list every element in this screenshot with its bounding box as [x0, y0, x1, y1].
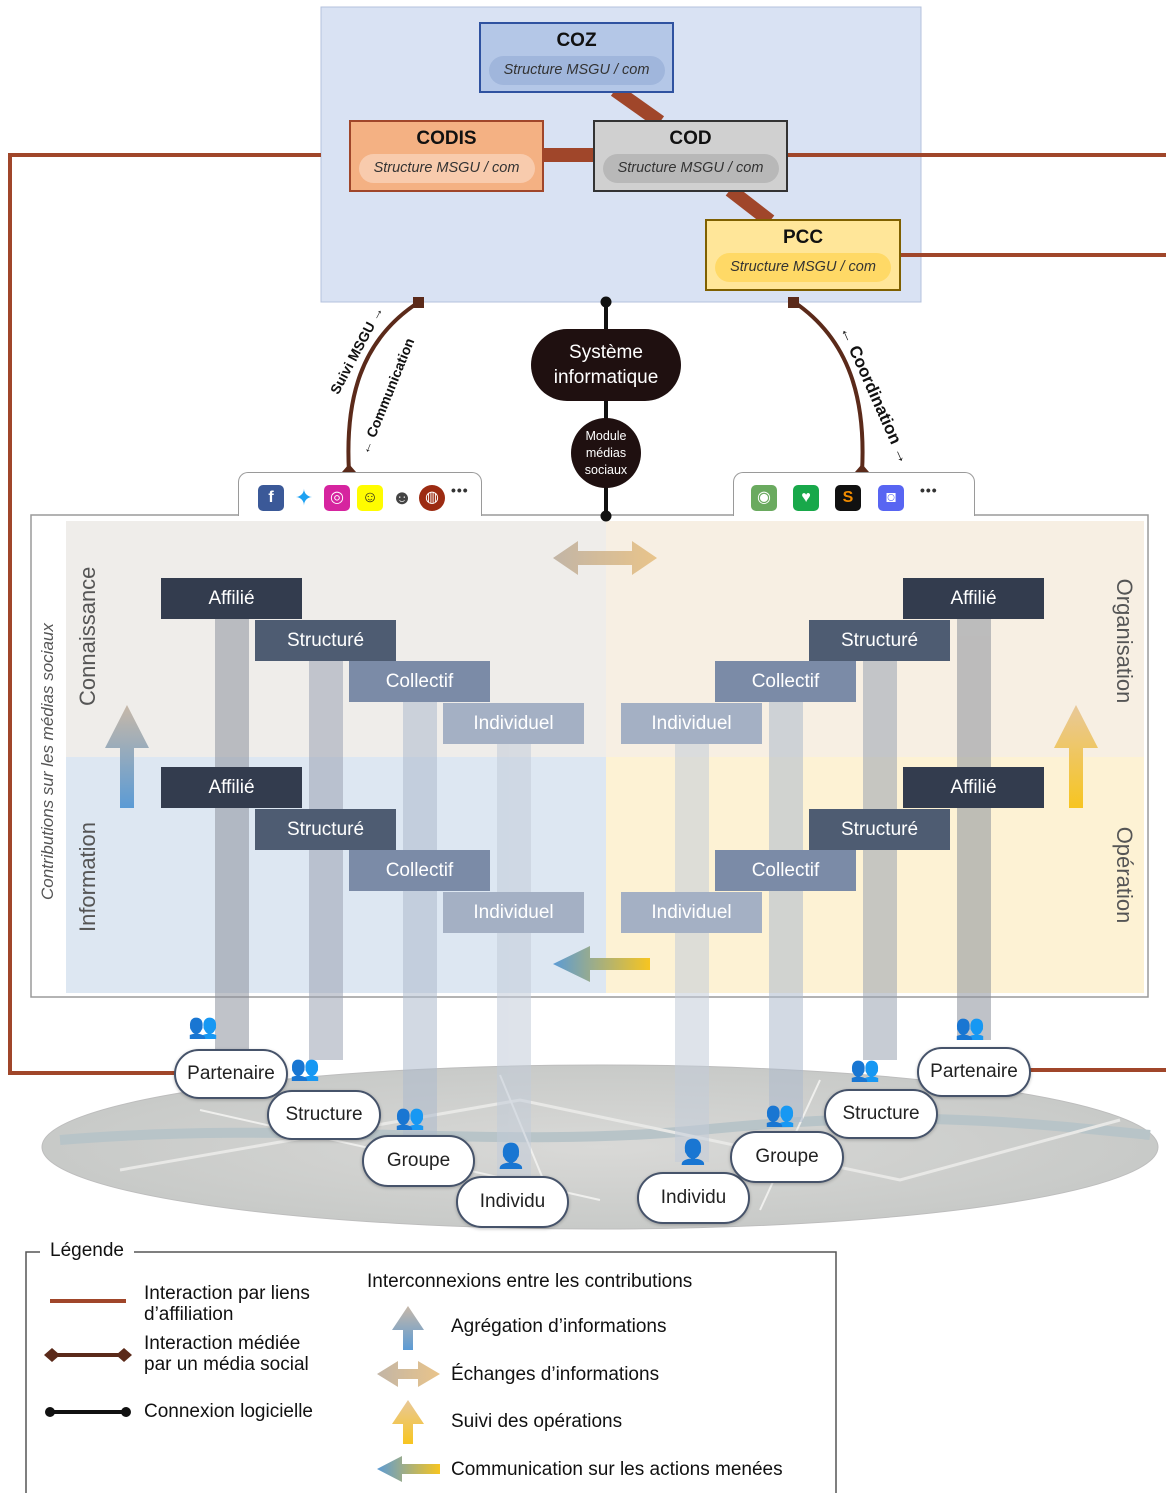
- level-individuel: Individuel: [621, 892, 762, 933]
- legend-inter-title: Interconnexions entre les contributions: [367, 1271, 693, 1292]
- more-icon[interactable]: •••: [451, 482, 469, 498]
- actor-structure-left: Structure: [267, 1090, 381, 1140]
- operation-label: Opération: [1112, 826, 1137, 924]
- level-collectif: Collectif: [715, 661, 856, 702]
- level-affilie: Affilié: [903, 578, 1044, 619]
- legend-affiliation: Interaction par liens d’affiliation: [144, 1283, 310, 1325]
- legend-followup: Suivi des opérations: [451, 1411, 623, 1432]
- actor-label: Groupe: [755, 1146, 819, 1167]
- actor-structure-right: Structure: [824, 1089, 938, 1139]
- instagram-icon[interactable]: ◎: [324, 485, 350, 511]
- cod-label: COD: [669, 128, 712, 149]
- people-icon: 👥: [850, 1056, 880, 1083]
- level-collectif: Collectif: [349, 850, 490, 891]
- level-collectif: Collectif: [715, 850, 856, 891]
- legend-exchange: Échanges d’informations: [451, 1364, 660, 1385]
- person-icon: 👤: [678, 1139, 708, 1166]
- level-structure: Structuré: [809, 620, 950, 661]
- mediated-link-left: [346, 300, 421, 473]
- level-individuel: Individuel: [443, 703, 584, 744]
- discord-icon[interactable]: ◙: [878, 485, 904, 511]
- side-label: Contributions sur les médias sociaux: [38, 623, 57, 900]
- person-icon: 👤: [496, 1143, 526, 1170]
- actor-label: Partenaire: [187, 1063, 275, 1084]
- people-icon: 👥: [395, 1104, 425, 1131]
- actor-groupe-left: Groupe: [362, 1135, 475, 1187]
- actor-label: Structure: [842, 1103, 920, 1124]
- snapchat-icon[interactable]: ☺: [357, 485, 383, 511]
- coz-sub: Structure MSGU / com: [488, 56, 665, 85]
- coz-box: COZ Structure MSGU / com: [479, 22, 674, 93]
- actor-individu-left: Individu: [456, 1176, 569, 1228]
- legend-software: Connexion logicielle: [144, 1401, 313, 1422]
- actor-label: Structure: [285, 1104, 363, 1125]
- facebook-icon[interactable]: f: [258, 485, 284, 511]
- organisation-label: Organisation: [1112, 578, 1137, 704]
- legend-aggregation: Agrégation d’informations: [451, 1316, 667, 1337]
- people-icon: 👥: [188, 1013, 218, 1040]
- actor-label: Individu: [660, 1187, 727, 1208]
- level-collectif: Collectif: [349, 661, 490, 702]
- slack-like-icon[interactable]: S: [835, 485, 861, 511]
- information-label: Information: [75, 821, 100, 933]
- actor-label: Partenaire: [930, 1061, 1018, 1082]
- cod-box: COD Structure MSGU / com: [593, 120, 788, 192]
- affiliation-line-left: [8, 153, 321, 1075]
- codis-sub: Structure MSGU / com: [358, 154, 535, 183]
- level-structure: Structuré: [255, 620, 396, 661]
- module-node: Module médias sociaux: [571, 418, 641, 488]
- people-icon: 👥: [765, 1101, 795, 1128]
- level-structure: Structuré: [255, 809, 396, 850]
- pcc-box: PCC Structure MSGU / com: [705, 219, 901, 291]
- people-icon: 👥: [955, 1014, 985, 1041]
- earth-icon[interactable]: ◍: [419, 485, 445, 511]
- pcc-label: PCC: [782, 227, 824, 248]
- module-label: Module médias sociaux: [584, 429, 628, 477]
- exchange-arrow: [553, 541, 657, 575]
- legend-mediated: Interaction médiée par un média social: [144, 1333, 309, 1375]
- legend-communication: Communication sur les actions menées: [451, 1459, 783, 1480]
- level-affilie: Affilié: [161, 578, 302, 619]
- communication-arrow: [553, 946, 650, 982]
- legend-title: Légende: [46, 1240, 128, 1262]
- waze-icon[interactable]: ☻: [391, 487, 413, 509]
- actor-partenaire-right: Partenaire: [917, 1047, 1031, 1097]
- actor-label: Groupe: [386, 1150, 451, 1171]
- followup-arrow: [1054, 705, 1098, 808]
- actor-individu-right: Individu: [637, 1172, 750, 1224]
- legend-frame: [25, 1251, 837, 1493]
- system-title: Système informatique: [553, 342, 659, 388]
- social-toolbar-left: f ✦ ◎ ☺ ☻ ◍ •••: [238, 472, 482, 516]
- connaissance-label: Connaissance: [75, 566, 100, 706]
- social-toolbar-right: ◉ ♥ S ◙ •••: [733, 472, 975, 516]
- level-individuel: Individuel: [443, 892, 584, 933]
- people-icon: 👥: [290, 1055, 320, 1082]
- twitter-icon[interactable]: ✦: [294, 485, 314, 510]
- cod-sub: Structure MSGU / com: [602, 154, 779, 183]
- codis-box: CODIS Structure MSGU / com: [349, 120, 544, 192]
- actor-groupe-right: Groupe: [730, 1131, 844, 1183]
- mediated-link-right: [792, 300, 865, 473]
- pcc-sub: Structure MSGU / com: [715, 253, 891, 282]
- contribution-columns: [215, 600, 991, 1182]
- actor-partenaire-left: Partenaire: [174, 1049, 288, 1099]
- more-icon[interactable]: •••: [920, 482, 938, 498]
- coz-label: COZ: [556, 30, 597, 51]
- level-structure: Structuré: [809, 809, 950, 850]
- codis-label: CODIS: [416, 128, 477, 149]
- system-node: Système informatique: [531, 329, 681, 401]
- heart-shield-icon[interactable]: ♥: [793, 485, 819, 511]
- radar-icon[interactable]: ◉: [751, 485, 777, 511]
- actor-label: Individu: [479, 1191, 546, 1212]
- aggregation-arrow: [105, 705, 149, 808]
- level-individuel: Individuel: [621, 703, 762, 744]
- level-affilie: Affilié: [161, 767, 302, 808]
- level-affilie: Affilié: [903, 767, 1044, 808]
